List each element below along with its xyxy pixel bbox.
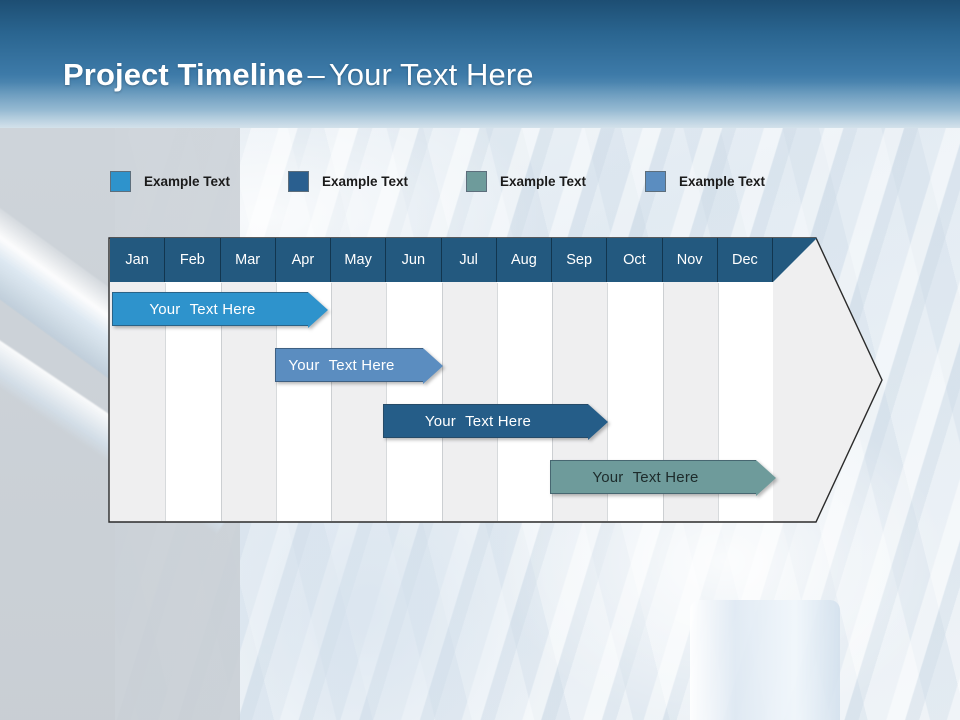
task-bar-2[interactable]: Your Text Here xyxy=(274,348,443,384)
task-bar-body-2: Your Text Here xyxy=(274,348,443,384)
task-bar-label-3: Your Text Here xyxy=(411,413,545,430)
task-bar-label-part-a-2: Your xyxy=(288,356,320,374)
task-bar-arrowhead-2 xyxy=(423,348,443,384)
month-header-oct: Oct xyxy=(607,238,663,282)
task-bar-label-part-b-3: Text Here xyxy=(461,412,532,430)
column-divider xyxy=(220,283,222,521)
task-bar-1[interactable]: Your Text Here xyxy=(112,292,328,328)
legend-item-4[interactable]: Example Text xyxy=(645,168,765,194)
month-header-may: May xyxy=(331,238,387,282)
legend-swatch-icon-4 xyxy=(645,170,666,192)
month-header-aug: Aug xyxy=(496,238,552,282)
month-column-jul: Jul xyxy=(441,238,497,521)
task-bar-label-2: Your Text Here xyxy=(274,357,408,374)
page-title-strong: Project Timeline xyxy=(63,57,304,92)
column-divider xyxy=(386,283,388,521)
page-title-light: Your Text Here xyxy=(328,57,534,92)
background-tank xyxy=(690,600,840,720)
legend-label-2: Example Text xyxy=(322,173,409,189)
task-bar-label-part-a-3: Your xyxy=(424,412,456,430)
column-divider xyxy=(662,283,664,521)
column-divider xyxy=(607,283,609,521)
month-header-mar: Mar xyxy=(220,238,276,282)
title-band xyxy=(0,0,960,128)
column-divider xyxy=(717,283,719,521)
task-bar-label-part-b-4: Text Here xyxy=(628,468,699,486)
task-bar-label-1: Your Text Here xyxy=(135,301,269,318)
month-header-sep: Sep xyxy=(552,238,608,282)
month-column-feb: Feb xyxy=(165,238,221,521)
page-title: Project Timeline–Your Text Here xyxy=(63,57,534,93)
header-arrow-tail xyxy=(773,238,817,282)
column-divider xyxy=(275,283,277,521)
month-header-jan: Jan xyxy=(110,238,166,282)
legend-swatch-icon-3 xyxy=(466,170,487,192)
title-band-sheen xyxy=(0,82,960,128)
column-divider xyxy=(496,283,498,521)
month-column-aug: Aug xyxy=(496,238,552,521)
task-bar-label-part-a-4: Your xyxy=(592,468,624,486)
legend-item-3[interactable]: Example Text xyxy=(466,168,586,194)
month-header-nov: Nov xyxy=(662,238,718,282)
task-bar-body-1: Your Text Here xyxy=(112,292,328,328)
legend-label-3: Example Text xyxy=(500,173,587,189)
month-header-jul: Jul xyxy=(441,238,497,282)
task-bar-4[interactable]: Your Text Here xyxy=(550,460,776,496)
legend-swatch-icon-2 xyxy=(288,170,309,192)
column-divider xyxy=(165,283,167,521)
task-bar-body-3: Your Text Here xyxy=(383,404,608,440)
legend-label-4: Example Text xyxy=(679,173,766,189)
legend: Example Text Example Text Example Text E… xyxy=(0,168,960,198)
month-column-jan: Jan xyxy=(110,238,166,521)
page-title-dash: – xyxy=(307,57,325,92)
column-divider xyxy=(552,283,553,521)
task-bar-arrowhead-1 xyxy=(308,292,328,328)
month-header-apr: Apr xyxy=(275,238,331,282)
month-column-mar: Mar xyxy=(220,238,276,521)
task-bar-label-4: Your Text Here xyxy=(578,469,712,486)
legend-item-1[interactable]: Example Text xyxy=(110,168,230,194)
column-divider xyxy=(441,283,443,521)
task-bar-label-part-a-1: Your xyxy=(149,300,181,318)
legend-label-1: Example Text xyxy=(144,173,231,189)
month-header-feb: Feb xyxy=(165,238,221,282)
legend-item-2[interactable]: Example Text xyxy=(288,168,408,194)
task-bar-body-4: Your Text Here xyxy=(550,460,776,496)
task-bar-label-part-b-2: Text Here xyxy=(324,356,395,374)
legend-swatch-icon-1 xyxy=(110,170,131,192)
month-header-jun: Jun xyxy=(386,238,442,282)
column-divider xyxy=(331,283,332,521)
task-bar-arrowhead-3 xyxy=(588,404,608,440)
task-bar-3[interactable]: Your Text Here xyxy=(383,404,608,440)
task-bar-arrowhead-4 xyxy=(756,460,776,496)
month-header-dec: Dec xyxy=(717,238,773,282)
task-bar-label-part-b-1: Text Here xyxy=(185,300,256,318)
